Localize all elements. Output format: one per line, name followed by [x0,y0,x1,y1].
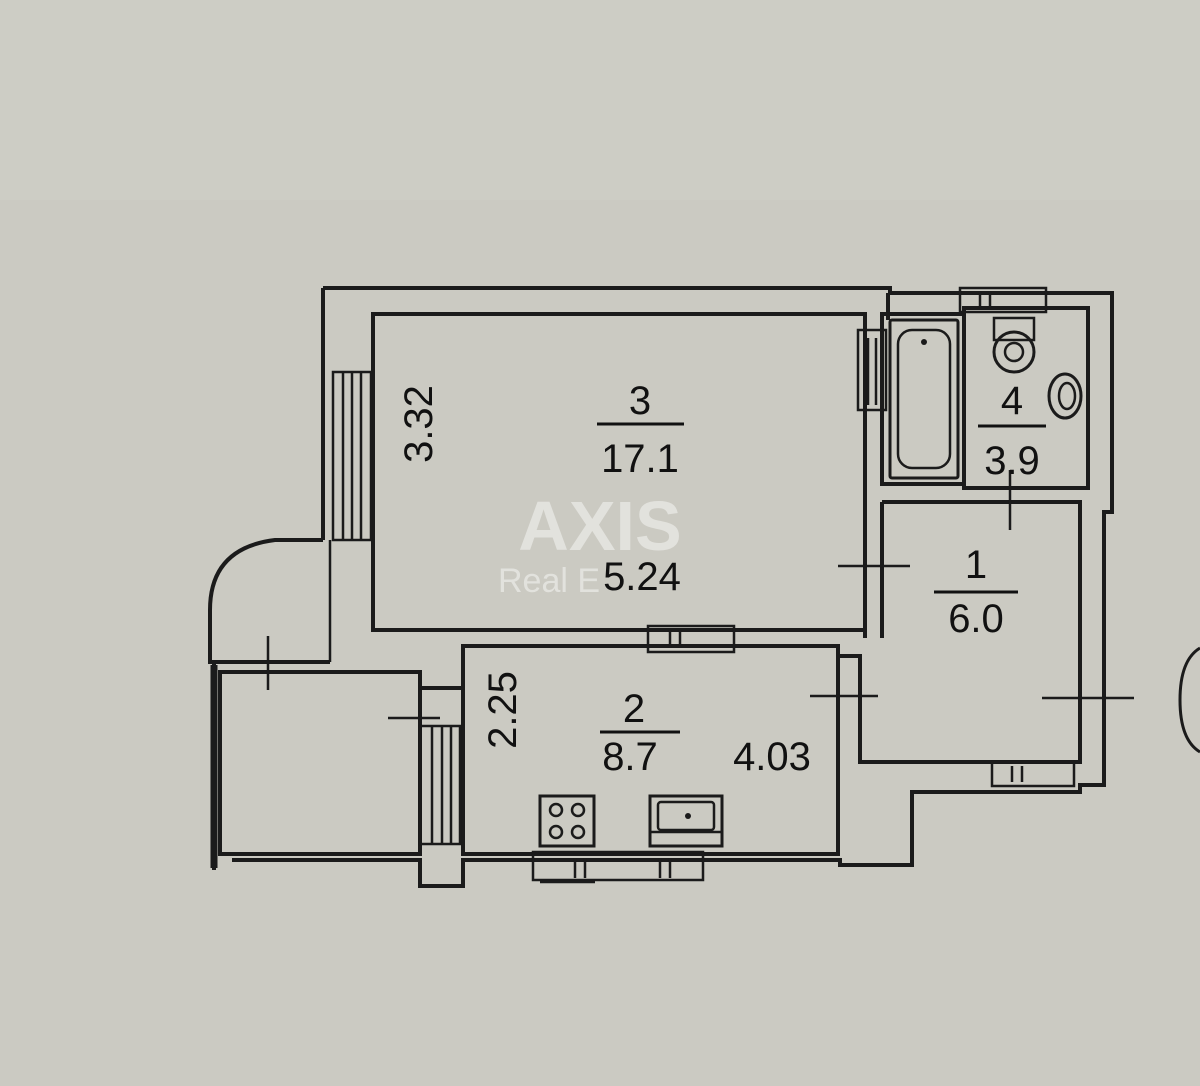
room-2-depth: 2.25 [481,671,525,749]
watermark-subtext: Real E [498,562,600,600]
room-3-area: 17.1 [601,437,679,481]
room-3-depth: 3.32 [397,385,441,463]
kitchen-bottom-window [531,850,705,884]
room-2-width: 4.03 [733,735,811,779]
room-3-width: 5.24 [603,555,681,599]
room-4-area: 3.9 [984,439,1040,483]
vent-block-bathroom [958,286,1048,314]
room-2-area: 8.7 [602,735,658,779]
bathtub-icon [888,318,960,480]
room-3-window [331,370,373,542]
kitchen-sink-icon [648,794,724,848]
watermark-logo: AXIS [518,487,681,565]
kitchen-left-window [418,724,462,846]
room-1-number: 1 [965,543,987,587]
room-3-walls [371,312,867,638]
paper-shade [0,0,1200,200]
room-1-area: 6.0 [948,597,1004,641]
vent-block-hall [990,760,1076,788]
edge-mark [1178,646,1200,754]
toilet-icon [992,316,1036,374]
room-3-number: 3 [629,379,651,423]
washbasin-icon [1047,372,1083,420]
room-4-number: 4 [1001,379,1023,423]
room-1-walls [810,470,1134,764]
vent-block-center [646,624,736,654]
room-2-walls [388,644,840,856]
bathroom-walls [856,306,1090,490]
stove-icon [538,794,596,848]
room-2-number: 2 [623,687,645,731]
balcony [208,538,422,870]
